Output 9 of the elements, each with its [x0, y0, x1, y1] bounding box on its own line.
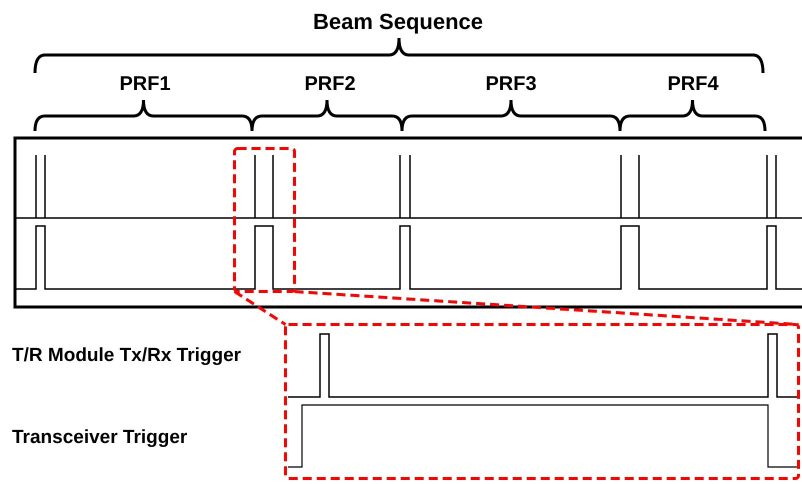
zoom-connector-line [294, 290, 799, 326]
signal-name: T/R Module Tx/Rx Trigger [12, 344, 242, 368]
section-label: Beam Sequence [312, 8, 484, 36]
section-label: PRF1 [118, 72, 172, 97]
signal-name: Transceiver Trigger [12, 426, 188, 450]
zoom-connector-line [234, 290, 286, 326]
section-label: PRF3 [484, 72, 538, 97]
section-label: PRF2 [303, 72, 357, 97]
section-label: PRF4 [666, 72, 720, 97]
